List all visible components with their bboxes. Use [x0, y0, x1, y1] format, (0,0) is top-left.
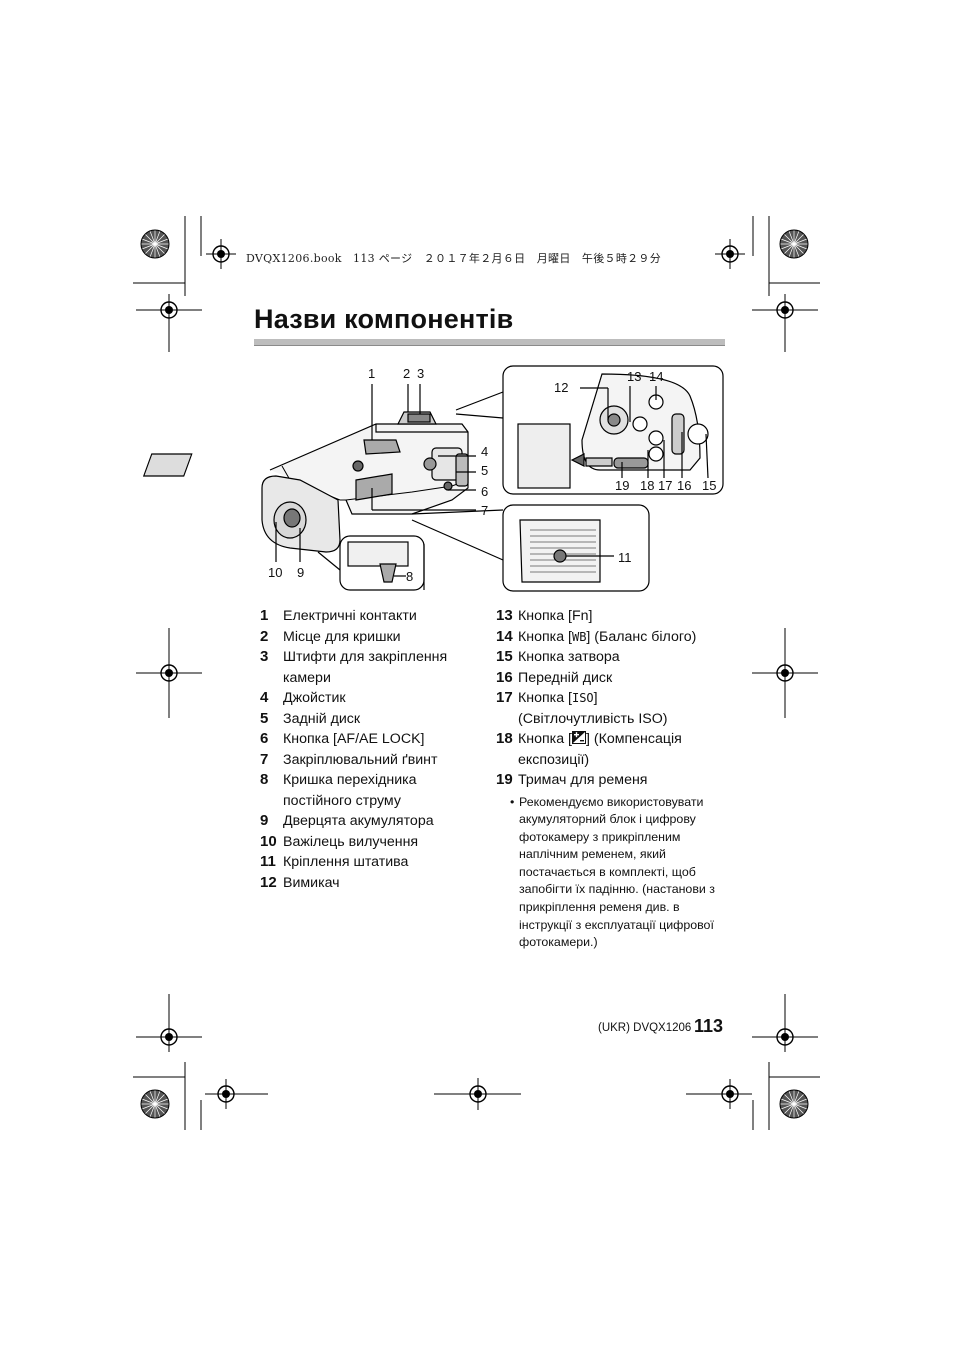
strap-note: •Рекомендуємо використовувати акумулятор…	[496, 794, 724, 952]
callout-9: 9	[297, 565, 305, 580]
callout-4: 4	[481, 444, 489, 459]
footer-code: (UKR) DVQX1206	[598, 1022, 692, 1034]
print-header: DVQX1206.book 113 ページ ２０１７年２月６日 月曜日 午後５時…	[246, 252, 662, 265]
callout-11: 11	[618, 550, 632, 565]
callout-15: 15	[702, 478, 717, 493]
callout-1: 1	[368, 366, 376, 381]
callout-19: 19	[615, 478, 630, 493]
exposure-compensation-icon	[571, 731, 586, 744]
callout-5: 5	[481, 463, 489, 478]
page-number: 113	[694, 1016, 724, 1036]
callout-10: 10	[268, 565, 283, 580]
callout-17: 17	[658, 478, 673, 493]
callout-2: 2	[403, 366, 411, 381]
callout-18: 18	[640, 478, 655, 493]
callout-7: 7	[481, 503, 489, 518]
callout-14: 14	[649, 369, 664, 384]
callout-8: 8	[406, 569, 414, 584]
title-rule	[254, 339, 725, 346]
crop-lines	[133, 216, 820, 1130]
callout-12: 12	[554, 380, 569, 395]
page-title: Назви компонентів	[254, 304, 514, 334]
callout-6: 6	[481, 484, 489, 499]
callout-3: 3	[417, 366, 425, 381]
bullet-icon: •	[510, 794, 515, 809]
wb-icon: WB	[571, 629, 587, 644]
iso-icon: ISO	[571, 691, 594, 705]
callout-16: 16	[677, 478, 692, 493]
callout-13: 13	[627, 369, 642, 384]
